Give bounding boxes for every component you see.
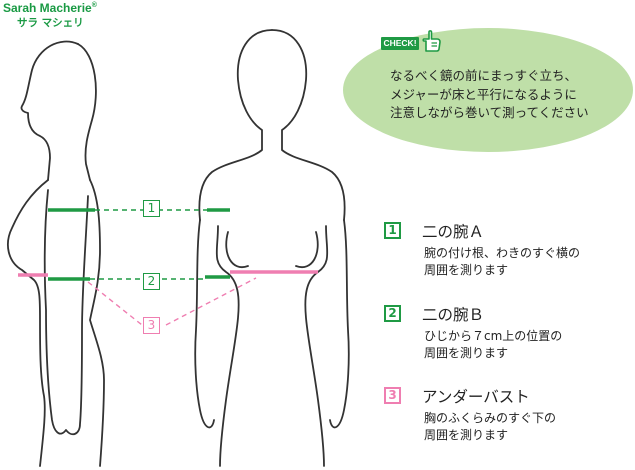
registered-mark: ® bbox=[91, 2, 97, 9]
item-description: 胸のふくらみのすぐ下の 周囲を測ります bbox=[424, 410, 556, 444]
item-title: 二の腕Ｂ bbox=[422, 306, 485, 324]
item-number-3: 3 bbox=[384, 387, 401, 404]
item-desc-line: 周囲を測ります bbox=[424, 263, 509, 277]
front-figure bbox=[194, 29, 350, 467]
measure-lines bbox=[18, 208, 318, 326]
check-line: メジャーが床と平行になるように bbox=[390, 86, 577, 102]
item-description: 腕の付け根、わきのすぐ横の 周囲を測ります bbox=[424, 245, 580, 279]
item-number-1: 1 bbox=[384, 222, 401, 239]
brand-name-en: Sarah Macherie® bbox=[3, 2, 97, 14]
check-line: なるべく鏡の前にまっすぐ立ち、 bbox=[390, 68, 578, 83]
diagram-label-2: 2 bbox=[143, 273, 160, 290]
item-desc-line: 周囲を測ります bbox=[424, 346, 509, 360]
item-desc-line: 周囲を測ります bbox=[424, 428, 509, 442]
line-3-dash-left bbox=[87, 281, 143, 326]
item-description: ひじから７cm上の位置の 周囲を測ります bbox=[424, 328, 562, 362]
brand-name-en-text: Sarah Macherie bbox=[3, 1, 92, 15]
line-3-dash-right bbox=[165, 277, 257, 326]
item-desc-line: 腕の付け根、わきのすぐ横の bbox=[424, 246, 581, 260]
item-number-2: 2 bbox=[384, 305, 401, 322]
brand-name-ja: サラ マシェリ bbox=[17, 17, 84, 29]
pointing-hand-icon bbox=[422, 30, 441, 52]
item-title: 二の腕Ａ bbox=[422, 223, 485, 241]
diagram-label-3: 3 bbox=[143, 317, 160, 334]
side-figure bbox=[7, 40, 105, 467]
diagram-label-1: 1 bbox=[143, 200, 160, 217]
check-badge: CHECK! bbox=[381, 37, 419, 50]
item-title: アンダーバスト bbox=[422, 388, 530, 406]
item-desc-line: ひじから７cm上の位置の bbox=[424, 329, 563, 343]
item-desc-line: 胸のふくらみのすぐ下の bbox=[424, 411, 557, 425]
check-line: 注意しながら巻いて測ってください bbox=[390, 105, 589, 120]
check-instructions: なるべく鏡の前にまっすぐ立ち、 メジャーが床と平行になるように 注意しながら巻い… bbox=[390, 67, 630, 123]
brand-logo: Sarah Macherie® サラ マシェリ bbox=[3, 2, 97, 29]
check-bubble bbox=[343, 28, 633, 152]
